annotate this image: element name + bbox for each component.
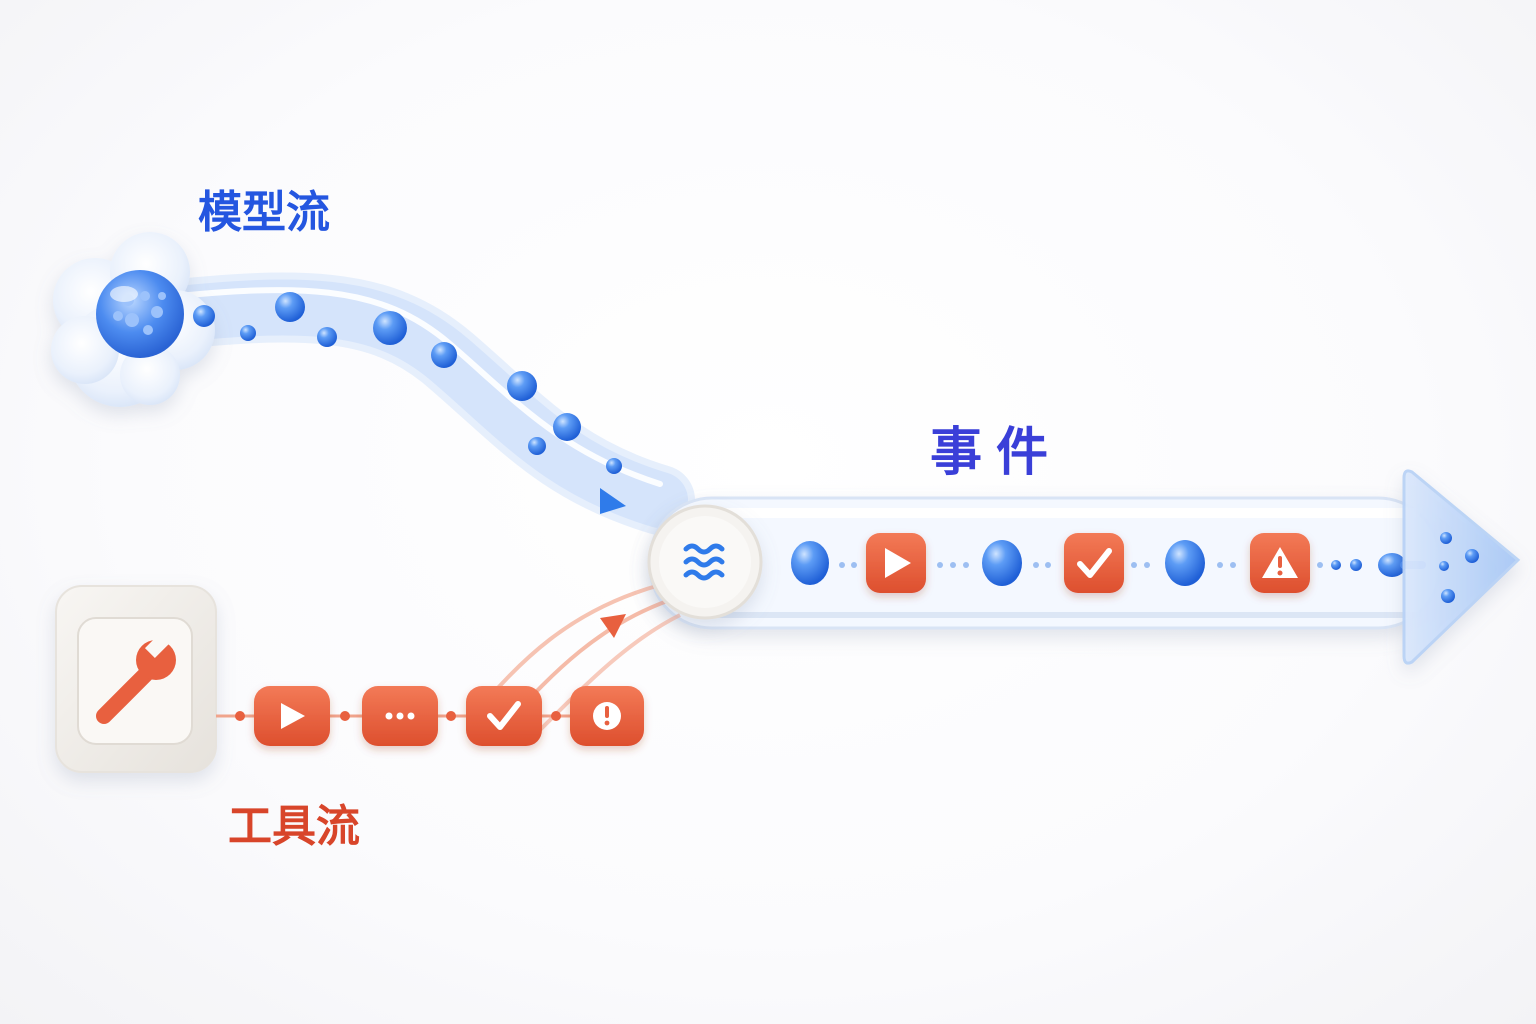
event-token-warning xyxy=(1250,533,1310,593)
droplet-icon xyxy=(1165,540,1205,586)
tool-token-play xyxy=(254,686,330,746)
play-icon xyxy=(885,548,911,578)
wrench-icon xyxy=(96,633,176,724)
tool-token-ellipsis xyxy=(362,686,438,746)
droplet-icon xyxy=(791,541,829,585)
model-flow-arrowhead xyxy=(600,488,626,514)
droplet-icon xyxy=(553,413,581,441)
waves-icon xyxy=(683,543,725,581)
exclamation-icon xyxy=(593,702,621,730)
droplet-icon xyxy=(982,540,1022,586)
droplet-icon xyxy=(240,325,256,341)
event-token-play xyxy=(866,533,926,593)
droplet-icon xyxy=(193,305,215,327)
ellipsis-icon xyxy=(385,712,415,720)
event-token-droplet-1 xyxy=(791,541,829,585)
event-token-droplet-2 xyxy=(982,540,1022,586)
event-connector-dots xyxy=(839,562,1323,568)
arrow-head-icon xyxy=(1402,469,1521,665)
model-droplets xyxy=(193,292,622,474)
droplet-icon xyxy=(373,311,407,345)
droplet-icon xyxy=(507,371,537,401)
droplet-icon xyxy=(317,327,337,347)
tool-connector-dots xyxy=(235,711,561,721)
tool-token-check xyxy=(466,686,542,746)
tool-token-exclamation xyxy=(570,686,644,746)
check-icon xyxy=(487,701,521,730)
event-label: 事件 xyxy=(930,423,1063,483)
droplet-icon xyxy=(606,458,622,474)
merge-node xyxy=(647,504,763,620)
droplet-icon xyxy=(431,342,457,368)
event-token-droplet-3 xyxy=(1165,540,1205,586)
tool-stream-label: 工具流 xyxy=(228,801,360,852)
cloud-orb-icon xyxy=(96,270,184,358)
event-token-check xyxy=(1064,533,1124,593)
droplet-icon xyxy=(528,437,546,455)
check-icon xyxy=(1077,548,1112,578)
droplet-icon xyxy=(275,292,305,322)
model-stream-label: 模型流 xyxy=(198,187,330,238)
tool-merge-arrowhead xyxy=(600,614,626,638)
play-icon xyxy=(281,703,305,729)
